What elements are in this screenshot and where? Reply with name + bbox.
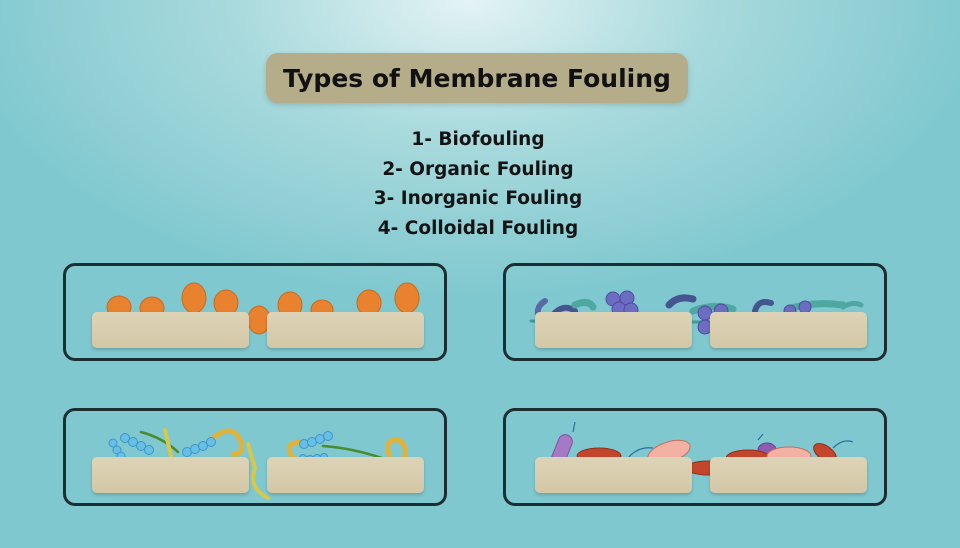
membrane-block — [267, 457, 424, 493]
orange-particles-illustration — [106, 282, 420, 335]
list-item: 3- Inorganic Fouling — [373, 188, 583, 209]
membrane-block — [535, 457, 692, 493]
panel-particle-fouling — [63, 263, 447, 361]
list-item: 1- Biofouling — [411, 129, 545, 150]
panel-organic-fouling — [503, 263, 887, 361]
membrane-block — [535, 312, 692, 348]
list-item: 2- Organic Fouling — [382, 158, 574, 180]
membrane-block — [92, 457, 249, 493]
organic-molecules-illustration — [529, 290, 867, 335]
list-item: 4- Colloidal Fouling — [377, 217, 579, 239]
panel-colloidal-fouling — [63, 408, 447, 506]
membrane-block — [710, 312, 867, 348]
page-title: Types of Membrane Fouling — [283, 63, 671, 93]
membrane-block — [267, 312, 424, 348]
membrane-block — [92, 312, 249, 348]
panel-biofouling — [503, 408, 887, 506]
title-banner: Types of Membrane Fouling — [266, 53, 688, 103]
membrane-block — [710, 457, 867, 493]
fouling-types-list: 1- Biofouling 2- Organic Fouling 3- Inor… — [300, 125, 656, 243]
